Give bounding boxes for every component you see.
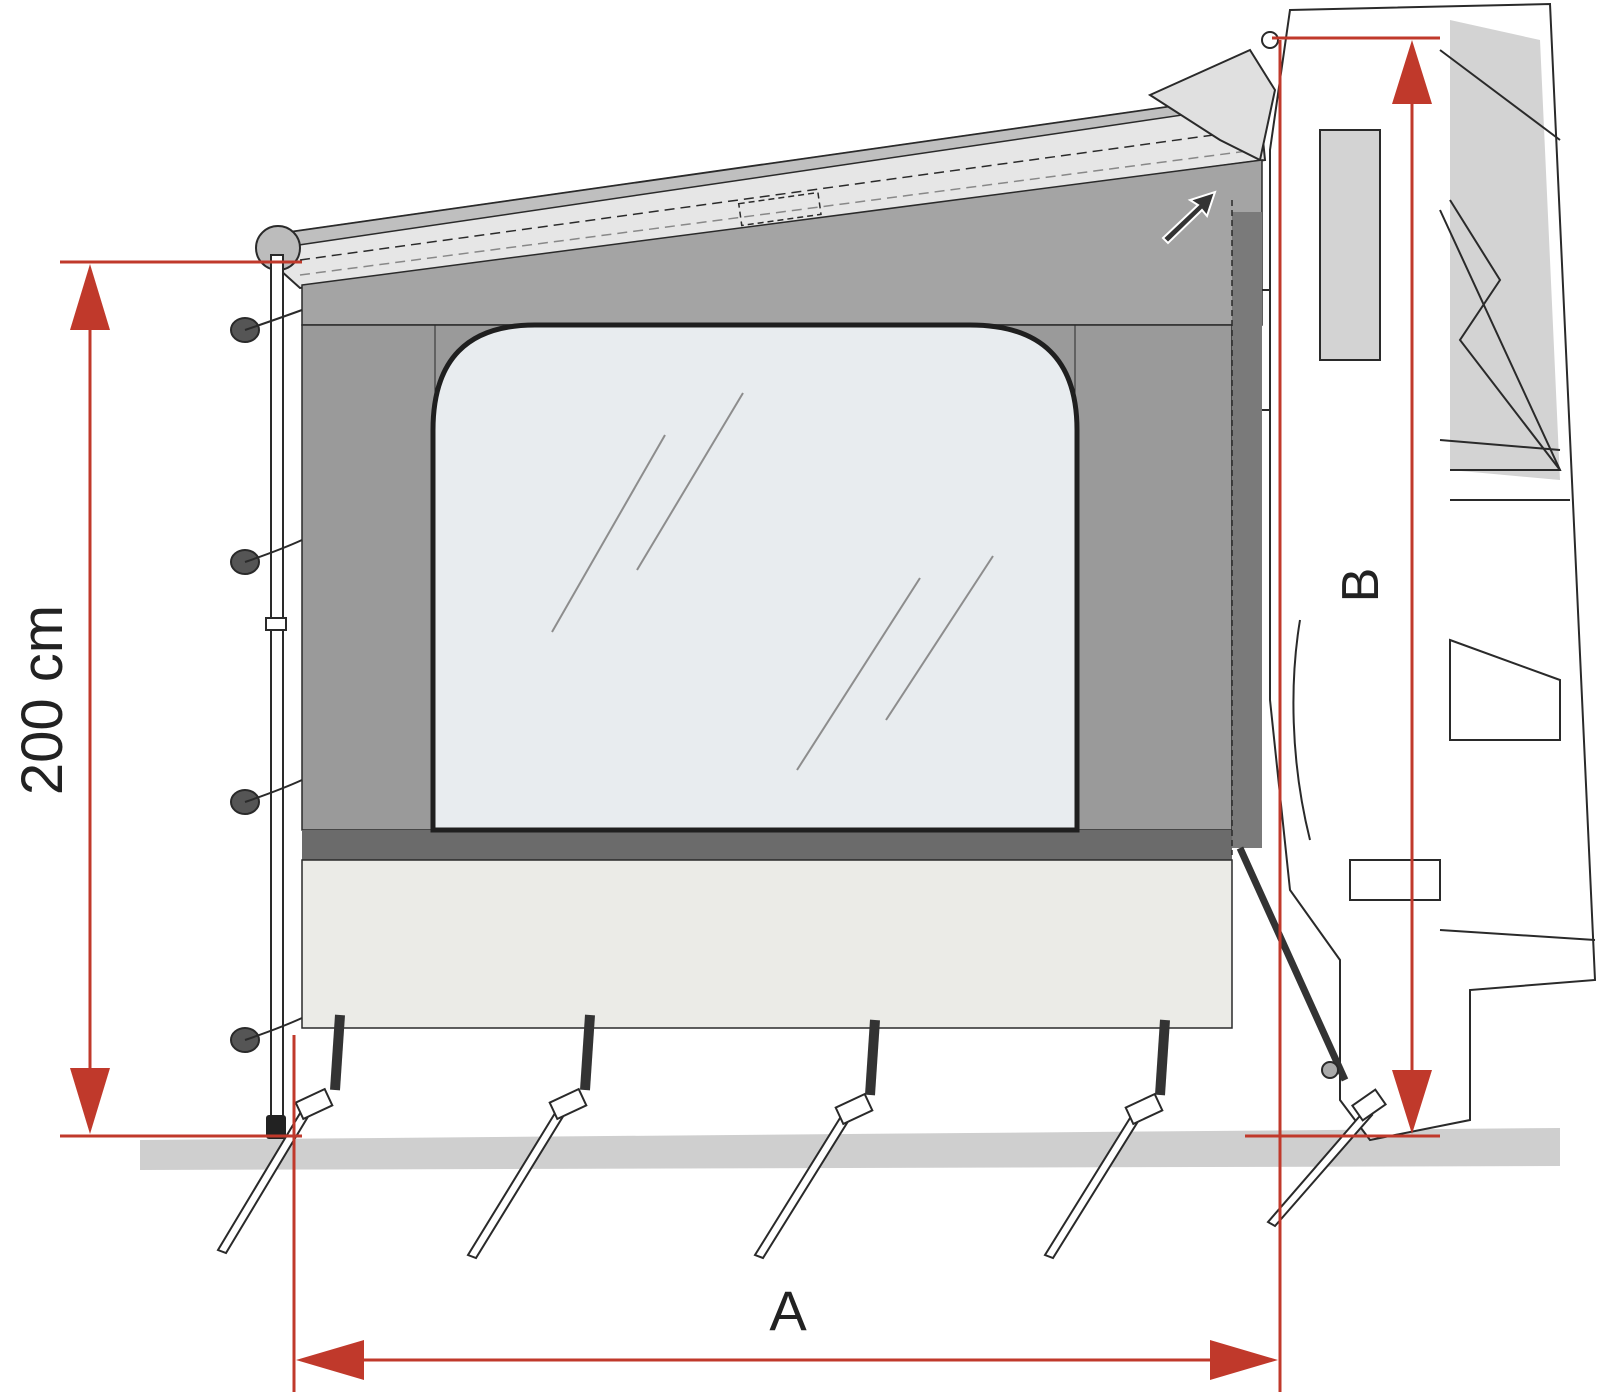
dimension-vehicle-height — [1245, 36, 1440, 1138]
window-glare — [551, 392, 994, 771]
wall-window — [430, 322, 1080, 833]
dimension-height — [60, 260, 302, 1138]
dimension-width-label: A — [769, 1279, 807, 1342]
vehicle — [1209, 2, 1597, 1142]
side-wall — [301, 159, 1263, 1029]
wall-band — [302, 830, 1232, 860]
pole-icon — [265, 254, 287, 1139]
awning-end-cap — [1147, 48, 1277, 162]
dimension-height-label: 200 cm — [10, 605, 75, 795]
pole-clip-icon — [230, 309, 303, 1053]
awning-cassette — [278, 31, 1279, 290]
wall-right-strip — [1232, 212, 1262, 848]
dimension-width — [292, 40, 1282, 1392]
ground-shadow — [140, 1128, 1560, 1170]
strap-clip-icon — [330, 846, 1349, 1096]
vehicle-panel — [1450, 20, 1560, 480]
tent-peg-icon — [216, 1087, 1388, 1260]
arrow-icon — [1161, 190, 1217, 245]
wall-skirt — [301, 859, 1233, 1029]
vehicle-panel — [1319, 129, 1381, 361]
dimension-vehicle-height-label: B — [1332, 568, 1390, 603]
